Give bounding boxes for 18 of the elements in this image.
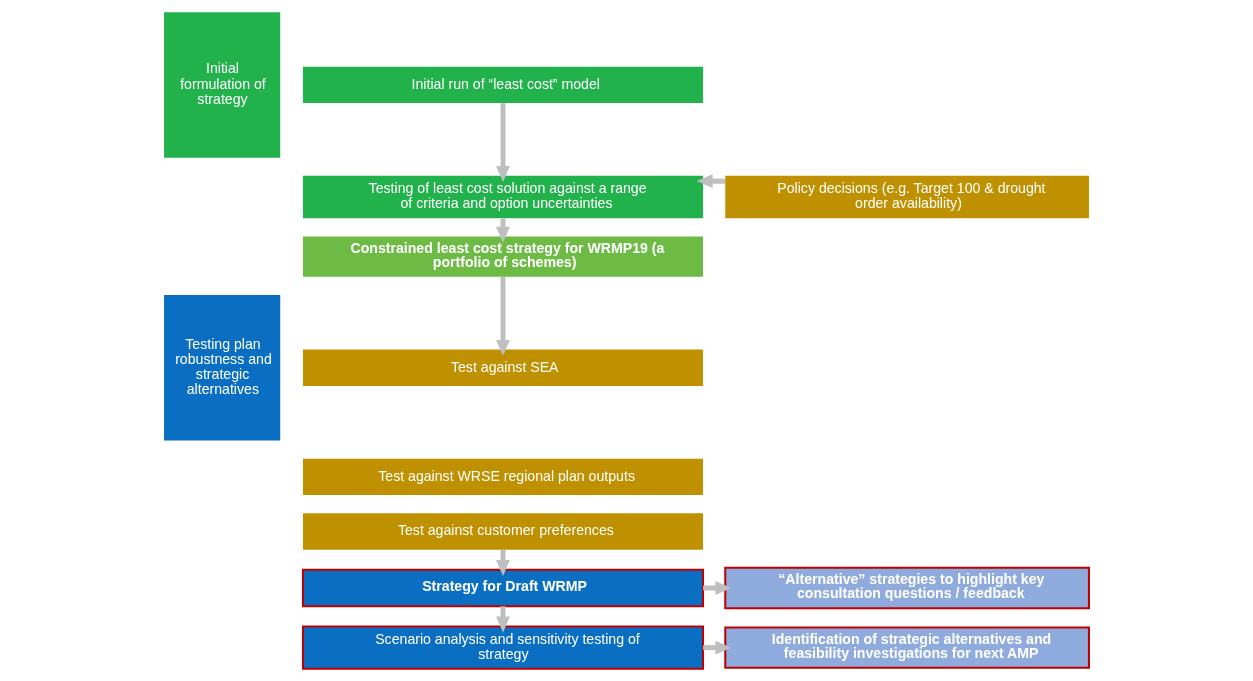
node-box: Initial formulation of strategy xyxy=(164,12,281,158)
node-box: Testing plan robustness and strategic alternatives xyxy=(164,295,281,441)
node-box: Scenario analysis and sensitivity testing of strategy xyxy=(301,625,705,670)
node-box: Constrained least cost strategy for WRMP19 (a portfolio of schemes) xyxy=(302,236,704,277)
node-box: Initial run of “least cost” model xyxy=(302,66,704,104)
arrow xyxy=(496,606,510,633)
arrow xyxy=(496,549,510,576)
arrow xyxy=(703,581,732,595)
node-box: Test against SEA xyxy=(302,349,704,386)
arrow xyxy=(496,276,510,356)
node-box: Identification of strategic alternatives and feasibility investigations for next AMP xyxy=(724,626,1090,669)
arrow xyxy=(496,103,510,182)
node-box: Strategy for Draft WRMP xyxy=(301,568,705,608)
node-box: “Alternative” strategies to highlight key consultation questions / feedback xyxy=(724,566,1090,610)
node-box: Policy decisions (e.g. Target 100 & drought order availability) xyxy=(725,175,1089,219)
node-box: Test against customer preferences xyxy=(302,513,704,550)
node-box: Test against WRSE regional plan outputs xyxy=(302,458,704,496)
node-box: Testing of least cost solution against a range of criteria and option uncertainties xyxy=(302,175,704,219)
